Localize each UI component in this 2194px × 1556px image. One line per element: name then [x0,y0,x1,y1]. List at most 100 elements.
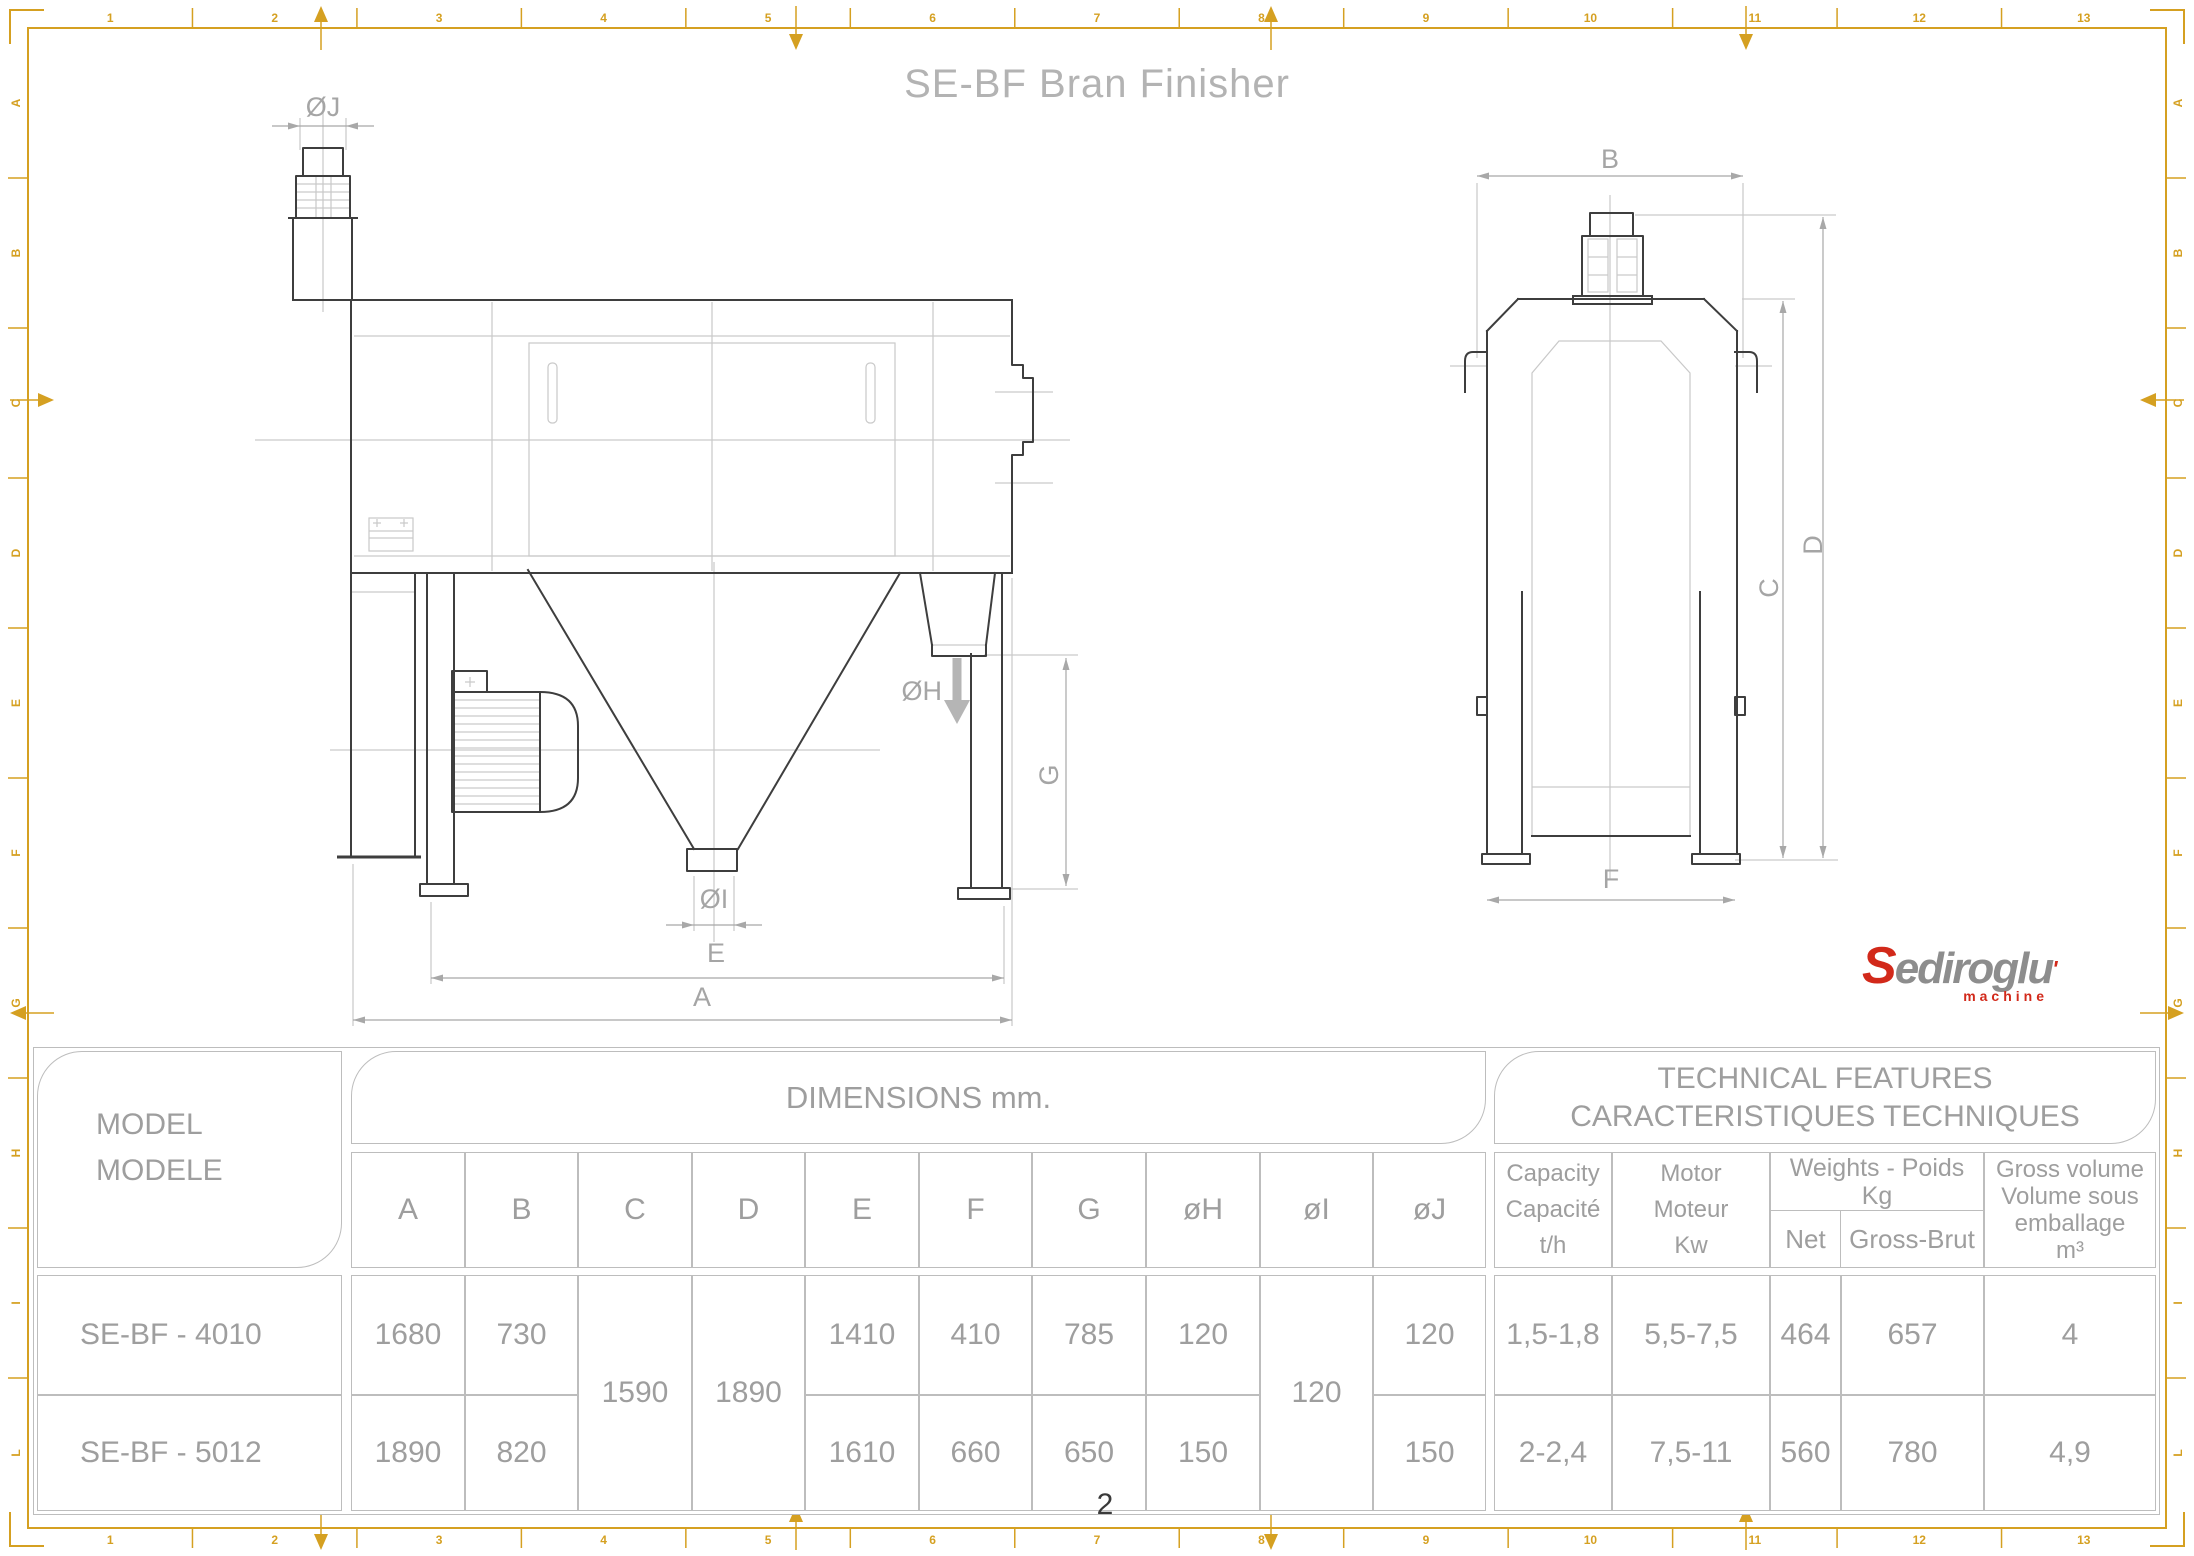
dim-label-g: G [1034,764,1064,785]
brand-rest: ediroglu [1894,944,2055,993]
weights-line2: Kg [1861,1181,1893,1210]
value-b-row2: 820 [465,1395,578,1511]
dim-label-oh: ØH [902,676,943,706]
value-capacity-row2: 2-2,4 [1494,1395,1612,1511]
value-d-merged: 1890 [692,1275,805,1511]
svg-text:G: G [2171,998,2185,1007]
svg-text:1: 1 [107,11,114,25]
motor-line2: Moteur [1653,1196,1729,1223]
dim-label-a: A [693,982,711,1012]
value-a-row1: 1680 [351,1275,465,1395]
dim-label-oi: ØI [700,884,729,914]
svg-text:A: A [2171,98,2185,107]
svg-text:2: 2 [271,11,278,25]
dim-label-c: C [1754,578,1784,598]
col-header-g: G [1032,1152,1146,1268]
svg-text:10: 10 [1584,11,1598,25]
svg-text:12: 12 [1913,11,1927,25]
capacity-line1: Capacity [1506,1160,1600,1187]
model-header-fr: MODELE [96,1154,223,1187]
svg-text:13: 13 [2077,11,2091,25]
spec-table: MODEL MODELE DIMENSIONS mm. TECHNICAL FE… [33,1047,2160,1515]
value-g-row2: 650 [1032,1395,1146,1511]
svg-text:4: 4 [600,1533,607,1547]
dim-label-d: D [1798,535,1828,555]
front-view: ØJ ØH ØI G E A [255,92,1078,1026]
col-header-c: C [578,1152,692,1268]
brand-logo: Sediroglu' machine [1862,937,2057,1024]
brand-tagline: machine [1963,988,2048,1004]
volume-line1: Gross volume [1995,1156,2145,1183]
value-e-row2: 1610 [805,1395,919,1511]
svg-text:11: 11 [1749,1533,1762,1547]
dimensions-header-cell: DIMENSIONS mm. [351,1051,1486,1144]
svg-text:F: F [2171,849,2185,856]
value-net-row2: 560 [1770,1395,1841,1511]
value-oj-row2: 150 [1373,1395,1486,1511]
page-number: 2 [1096,1488,1114,1521]
col-header-oh: øH [1146,1152,1260,1268]
col-header-oi: øI [1260,1152,1373,1268]
value-g-row1: 785 [1032,1275,1146,1395]
svg-text:9: 9 [1423,11,1430,25]
svg-text:L: L [2171,1449,2185,1456]
dim-label-e: E [707,938,725,968]
technical-header-fr: CARACTERISTIQUES TECHNIQUES [1570,1099,2080,1133]
trademark-mark: ' [2052,956,2058,982]
svg-text:8: 8 [1258,11,1265,25]
svg-text:10: 10 [1584,1533,1598,1547]
svg-text:F: F [9,849,23,856]
value-gross-row2: 780 [1841,1395,1984,1511]
svg-text:E: E [9,699,23,707]
value-oh-row2: 150 [1146,1395,1260,1511]
col-header-b: B [465,1152,578,1268]
volume-line2: Volume sous [2001,1183,2139,1210]
svg-text:G: G [9,998,23,1007]
svg-text:1: 1 [107,1533,114,1547]
model-header-en: MODEL [96,1108,203,1141]
value-b-row1: 730 [465,1275,578,1395]
svg-text:6: 6 [929,11,936,25]
svg-text:3: 3 [436,1533,443,1547]
value-a-row2: 1890 [351,1395,465,1511]
svg-text:I: I [2171,1301,2185,1304]
svg-text:C: C [9,398,23,407]
model-header-cell: MODEL MODELE [37,1051,342,1268]
brand-initial: S [1862,937,1897,995]
svg-text:L: L [9,1449,23,1456]
capacity-line3: t/h [1539,1232,1567,1259]
svg-text:3: 3 [436,11,443,25]
model-name-row1: SE-BF - 4010 [37,1275,342,1395]
motor-header: Motor Moteur Kw [1612,1152,1770,1268]
svg-text:H: H [9,1149,23,1158]
volume-header: Gross volume Volume sous emballage m³ [1984,1152,2156,1268]
svg-text:I: I [9,1301,23,1304]
svg-text:5: 5 [765,11,772,25]
svg-text:4: 4 [600,11,607,25]
col-header-f: F [919,1152,1032,1268]
svg-text:7: 7 [1094,11,1101,25]
model-name-row2: SE-BF - 5012 [37,1395,342,1511]
value-f-row1: 410 [919,1275,1032,1395]
svg-text:9: 9 [1423,1533,1430,1547]
capacity-line2: Capacité [1505,1196,1601,1223]
svg-text:13: 13 [2077,1533,2091,1547]
value-e-row1: 1410 [805,1275,919,1395]
svg-text:H: H [2171,1149,2185,1158]
volume-line4: m³ [2056,1237,2084,1264]
svg-text:A: A [9,98,23,107]
technical-header-en: TECHNICAL FEATURES [1657,1061,1993,1095]
svg-text:B: B [9,248,23,257]
svg-text:B: B [2171,248,2185,257]
col-header-d: D [692,1152,805,1268]
dim-label-b: B [1601,144,1619,174]
page-title: SE-BF Bran Finisher [904,62,1290,106]
value-c-merged: 1590 [578,1275,692,1511]
value-gross-row1: 657 [1841,1275,1984,1395]
svg-text:6: 6 [929,1533,936,1547]
value-capacity-row1: 1,5-1,8 [1494,1275,1612,1395]
svg-text:D: D [2171,548,2185,557]
